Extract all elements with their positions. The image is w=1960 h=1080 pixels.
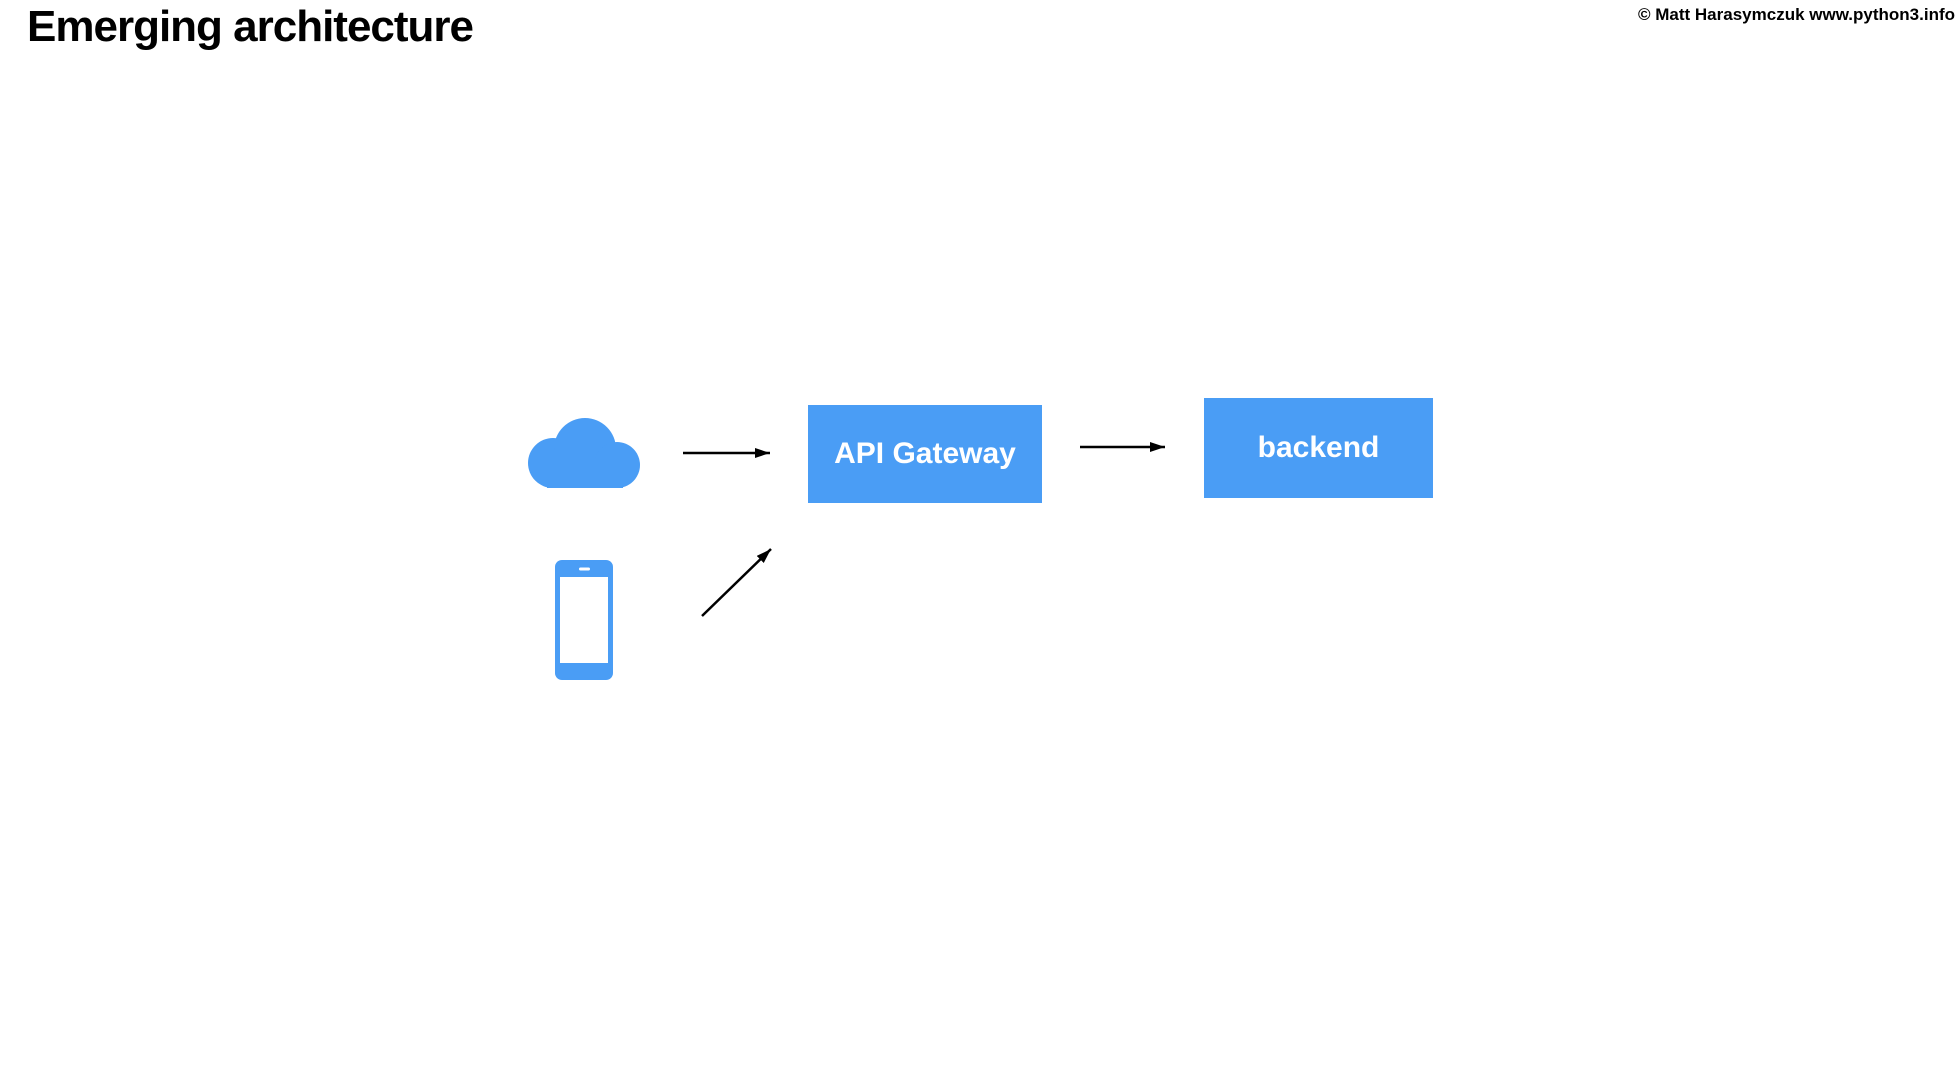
page-title: Emerging architecture: [27, 2, 474, 51]
cloud-icon: [528, 418, 640, 488]
node-api-gateway: API Gateway: [808, 405, 1042, 503]
node-backend-label: backend: [1257, 431, 1380, 464]
node-api-gateway-label: API Gateway: [834, 437, 1016, 470]
smartphone-icon: [555, 560, 613, 680]
copyright-notice: © Matt Harasymczuk www.python3.info: [1638, 5, 1955, 24]
node-backend: backend: [1204, 398, 1433, 498]
arrow-smartphone-to-api-gateway: [701, 548, 772, 617]
